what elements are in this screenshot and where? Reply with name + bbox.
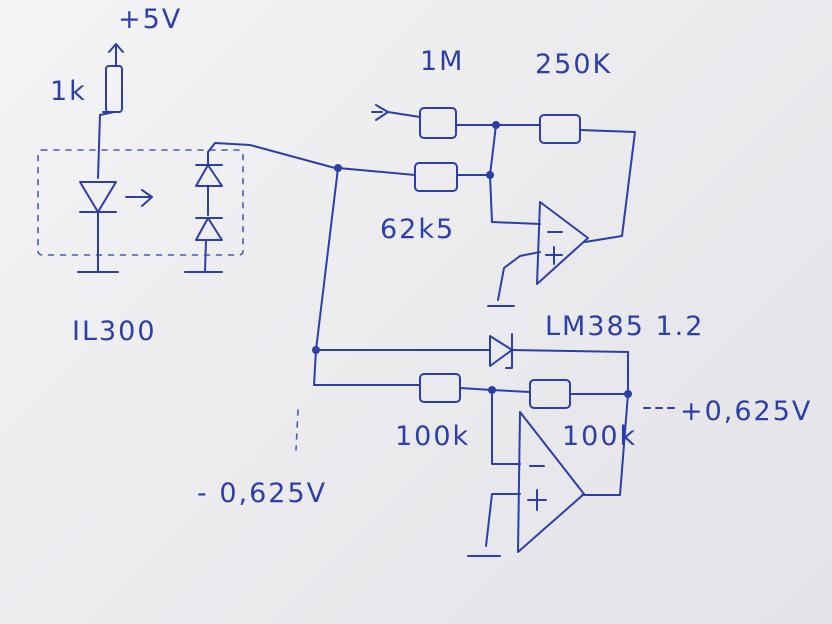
optocoupler-symbol xyxy=(37,43,244,273)
top-amplifier xyxy=(337,104,636,307)
resistor-1k xyxy=(105,65,123,113)
wire-left-bus xyxy=(313,167,421,386)
wire-feedback-top xyxy=(579,129,636,243)
opamp-bottom-plus xyxy=(527,489,547,511)
label-r-in-top: 1M xyxy=(420,46,464,77)
label-out-negative: - 0,625V xyxy=(197,478,327,509)
reference-diode xyxy=(489,333,629,369)
light-arrow xyxy=(125,189,153,207)
resistor-100k-in xyxy=(419,373,461,403)
wire-output-loop xyxy=(581,351,629,496)
label-r-led: 1k xyxy=(50,76,87,107)
resistor-100k-feedback xyxy=(529,379,571,409)
negative-rail-hint xyxy=(295,409,299,451)
label-supply: +5V xyxy=(118,4,182,35)
resistor-1M xyxy=(419,107,457,139)
label-r-feedback-top: 250K xyxy=(535,49,612,80)
photodiode-lower xyxy=(195,217,223,241)
photodiode-upper xyxy=(195,151,223,187)
led-ground xyxy=(77,211,119,273)
lm385-symbol xyxy=(489,333,513,369)
wire-led-anode xyxy=(97,114,101,179)
input-arrow-top xyxy=(371,104,421,121)
resistor-250K xyxy=(539,114,581,144)
wire-photodiode-node xyxy=(207,142,336,169)
opamp-top xyxy=(536,201,589,285)
bottom-amplifier xyxy=(419,351,675,557)
label-out-positive: +0,625V xyxy=(680,396,812,427)
label-r-in-bottom: 100k xyxy=(395,421,470,452)
optocoupler-outline xyxy=(37,149,244,256)
label-optocoupler: IL300 xyxy=(72,316,157,347)
opamp-top-ground xyxy=(487,251,541,307)
wire-sum-to-opamp xyxy=(489,124,541,225)
photodiode-ground xyxy=(184,239,223,273)
wire-sum-to-opamp-bottom xyxy=(491,389,521,465)
opamp-top-plus xyxy=(545,246,563,265)
led-diode xyxy=(79,181,117,213)
opamp-bottom-ground xyxy=(467,493,521,557)
opamp-bottom xyxy=(517,411,585,553)
label-r-in-mid: 62k5 xyxy=(380,214,455,245)
label-reference: LM385 1.2 xyxy=(545,311,704,342)
supply-arrow xyxy=(108,43,124,67)
resistor-62k5 xyxy=(414,162,458,192)
